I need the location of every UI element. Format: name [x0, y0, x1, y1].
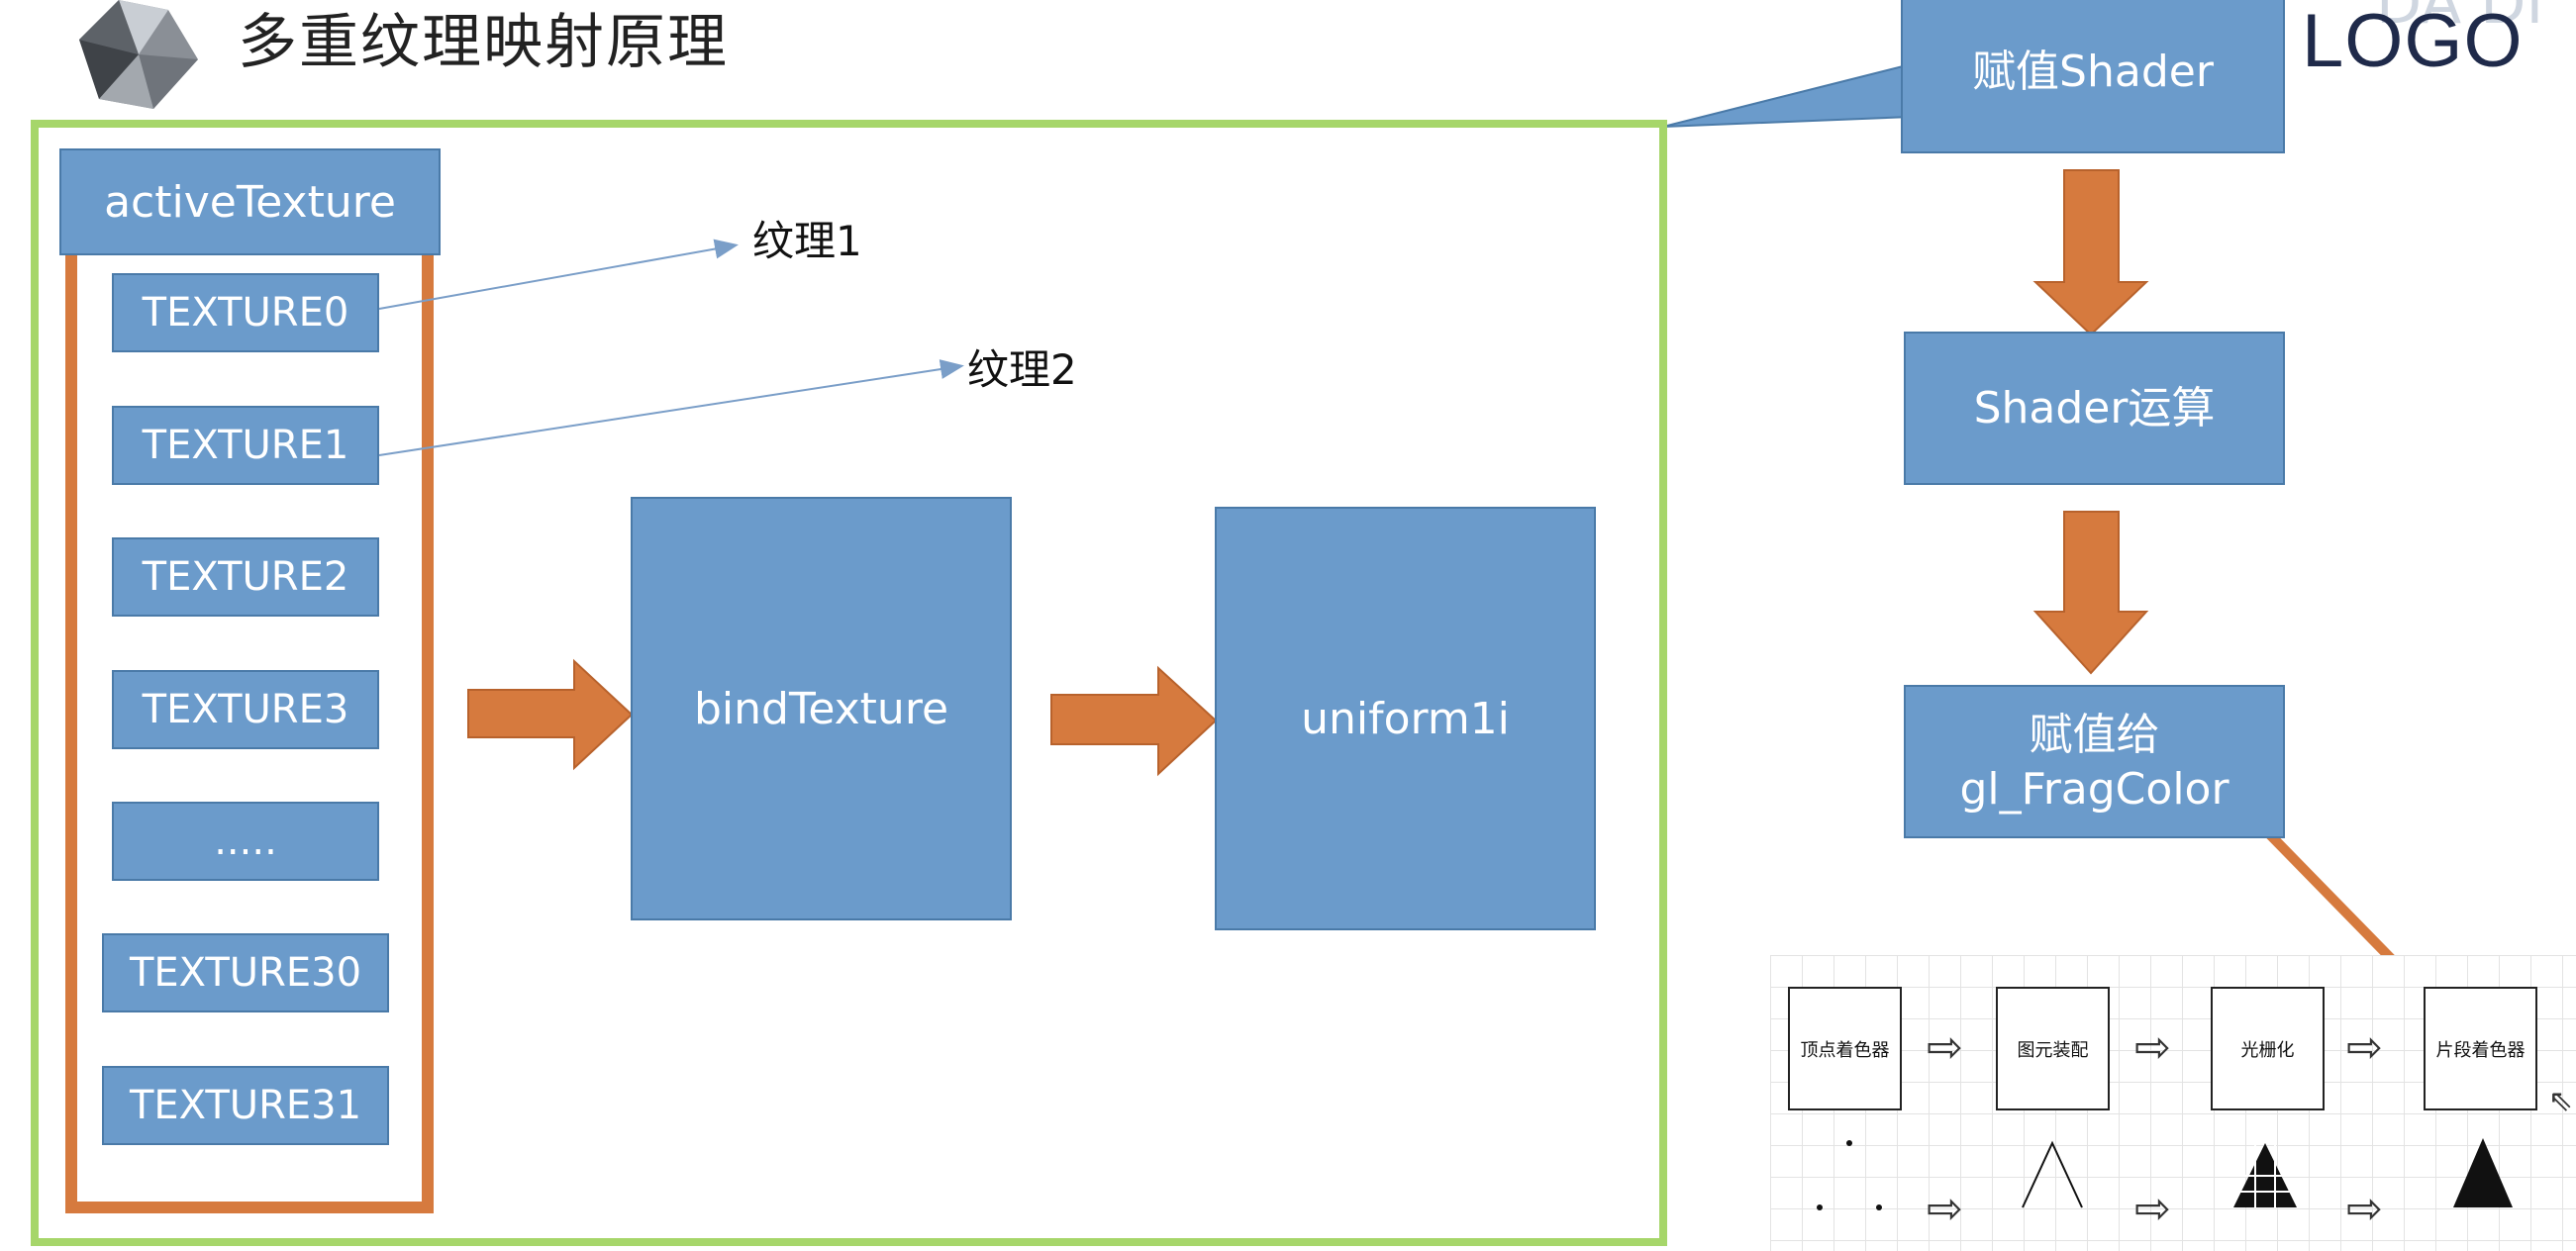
- pipeline-arrow-icon: ⇨: [2134, 1184, 2171, 1234]
- texture1-label: 纹理1: [752, 217, 862, 265]
- raster-grid-icon: [2233, 1143, 2297, 1207]
- texture-ellipsis-box: .....: [112, 802, 379, 881]
- pipeline-arrow-icon: ⇨: [1927, 1184, 1963, 1234]
- assign-to-line1: 赋值给: [2029, 709, 2160, 760]
- pipeline-arrow-icon: ⇨: [1927, 1022, 1963, 1073]
- logo-text: LOGO: [2302, 0, 2524, 83]
- stage-primitive-assembly: 图元装配: [1996, 987, 2110, 1110]
- texture0-link: [378, 239, 739, 310]
- fragment-triangle-icon: [2453, 1138, 2513, 1207]
- primitive-lines-icon: [2022, 1140, 2083, 1208]
- active-texture-box: activeTexture: [59, 148, 441, 255]
- texture0-box: TEXTURE0: [112, 273, 379, 352]
- texture1-box: TEXTURE1: [112, 406, 379, 485]
- assign-to-line2: gl_FragColor: [1959, 763, 2229, 815]
- vertex-dot-icon: [1817, 1204, 1823, 1210]
- texture1-link: [378, 359, 964, 456]
- callout-pointer: [1662, 62, 1912, 128]
- pipeline-arrow-icon: ⇨: [2134, 1022, 2171, 1073]
- pipeline-arrow-icon: ⇨: [2346, 1022, 2383, 1073]
- vertex-dot-icon: [1876, 1204, 1882, 1210]
- stage-rasterization: 光栅化: [2211, 987, 2325, 1110]
- assign-to-frag-box: 赋值给 gl_FragColor: [1904, 685, 2285, 838]
- mouse-cursor-icon: ⇖: [2548, 1084, 2574, 1118]
- render-pipeline-thumbnail: 顶点着色器 ⇨ 图元装配 ⇨ 光栅化 ⇨ 片段着色器 ⇨ ⇨ ⇨: [1770, 955, 2576, 1251]
- vertex-dot-icon: [1846, 1140, 1852, 1146]
- page-title: 多重纹理映射原理: [238, 8, 729, 77]
- texture2-box: TEXTURE2: [112, 537, 379, 617]
- uniform1i-box: uniform1i: [1215, 507, 1596, 930]
- stage-vertex-shader: 顶点着色器: [1788, 987, 1902, 1110]
- arrow-down-2: [2032, 511, 2149, 675]
- arrow-to-uniform: [1050, 665, 1218, 777]
- bind-texture-box: bindTexture: [631, 497, 1012, 920]
- pipeline-arrow-icon: ⇨: [2346, 1184, 2383, 1234]
- texture3-box: TEXTURE3: [112, 670, 379, 749]
- texture31-box: TEXTURE31: [102, 1066, 389, 1145]
- texture2-label: 纹理2: [967, 345, 1077, 394]
- assign-shader-box: 赋值Shader: [1901, 0, 2285, 153]
- crystal-logo-icon: [79, 0, 198, 109]
- texture30-box: TEXTURE30: [102, 933, 389, 1012]
- stage-fragment-shader: 片段着色器: [2424, 987, 2537, 1110]
- watermark: DA DI: [2376, 0, 2544, 38]
- shader-compute-box: Shader运算: [1904, 332, 2285, 485]
- arrow-down-1: [2032, 169, 2149, 337]
- green-frame: [31, 120, 1667, 1246]
- arrow-to-bind: [467, 658, 634, 771]
- pipeline-illustrations: [1817, 1138, 2513, 1210]
